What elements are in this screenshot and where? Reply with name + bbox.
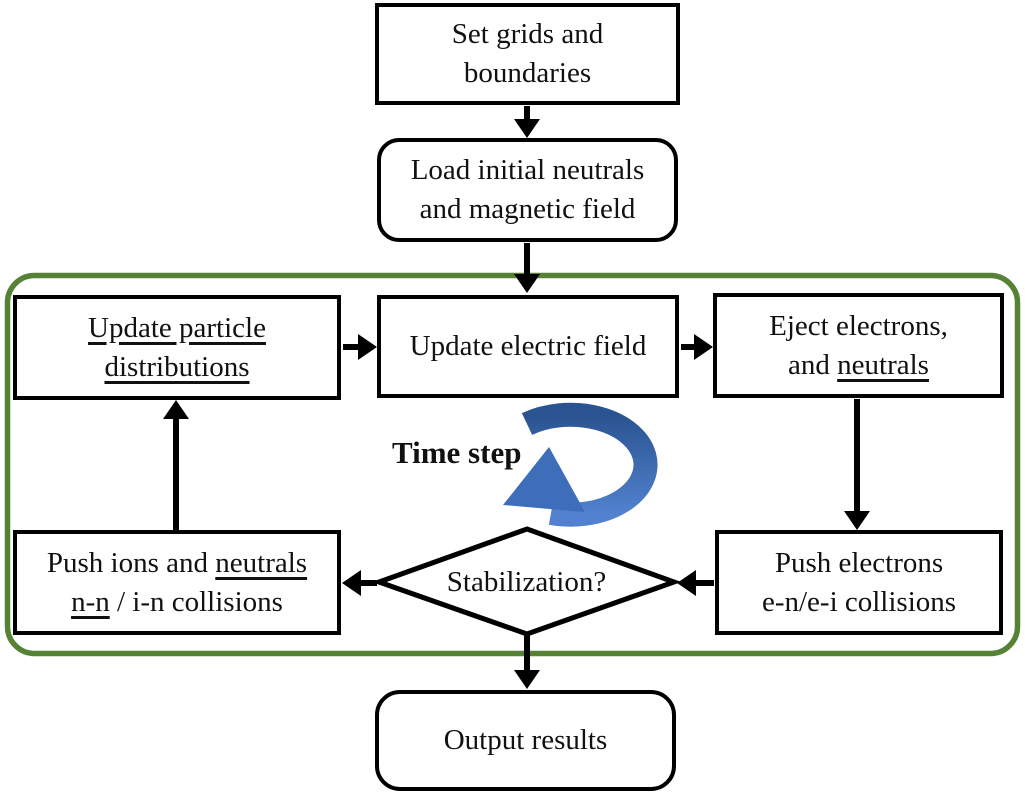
node-push-electrons-line2: e-n/e-i collisions bbox=[761, 585, 957, 618]
node-update-efield-label: Update electric field bbox=[409, 330, 647, 362]
node-eject-electrons: Eject electrons, and neutrals bbox=[713, 293, 1004, 398]
node-set-grids-line2: boundaries bbox=[463, 57, 592, 89]
arrow-setgrids-to-load-icon bbox=[514, 106, 540, 138]
node-push-ions-line2-underlined: n-n bbox=[71, 585, 110, 618]
node-push-ions-line2: n-n / i-n collisions bbox=[71, 583, 283, 622]
node-push-ions-line2-plain: / i-n collisions bbox=[109, 585, 283, 618]
arrow-efield-to-eject-icon bbox=[681, 334, 713, 360]
node-push-ions: Push ions and neutrals n-n / i-n collisi… bbox=[13, 530, 341, 635]
node-output-results: Output results bbox=[375, 690, 676, 791]
arrow-diamond-to-pushions-icon bbox=[342, 570, 377, 596]
node-update-particle: Update particle distributions bbox=[13, 295, 341, 400]
node-set-grids-line1: Set grids and bbox=[451, 18, 604, 50]
node-load-initial: Load initial neutrals and magnetic field bbox=[377, 138, 678, 242]
node-output-results-label: Output results bbox=[443, 724, 608, 756]
arrow-particle-to-efield-icon bbox=[343, 334, 377, 360]
node-push-electrons: Push electrons e-n/e-i collisions bbox=[715, 530, 1003, 635]
arrow-diamond-to-output-icon bbox=[514, 635, 540, 689]
node-set-grids: Set grids and boundaries bbox=[375, 3, 680, 105]
node-eject-electrons-line1: Eject electrons, bbox=[769, 309, 948, 342]
time-step-label: Time step bbox=[392, 435, 522, 470]
arrow-load-to-efield-icon bbox=[514, 243, 540, 293]
node-update-particle-line2: distributions bbox=[104, 350, 250, 383]
node-push-ions-line1-underlined: neutrals bbox=[215, 546, 308, 579]
node-push-ions-line1: Push ions and neutrals bbox=[47, 544, 307, 583]
node-update-efield: Update electric field bbox=[377, 295, 679, 398]
arrow-eject-to-pushelectrons-icon bbox=[844, 399, 870, 530]
arrow-pushions-to-particle-icon bbox=[163, 400, 189, 531]
node-load-initial-line1: Load initial neutrals bbox=[410, 154, 645, 186]
arrow-pushelectrons-to-diamond-icon bbox=[677, 570, 714, 596]
node-eject-electrons-line2: and neutrals bbox=[788, 346, 929, 385]
node-update-particle-line1: Update particle bbox=[88, 311, 266, 344]
decision-diamond-label: Stabilization? bbox=[446, 565, 607, 598]
node-eject-electrons-line2-underlined: neutrals bbox=[837, 348, 929, 381]
node-eject-electrons-line2-plain: and bbox=[788, 348, 838, 381]
node-push-ions-line1-plain: Push ions and bbox=[46, 546, 216, 579]
node-load-initial-line2: and magnetic field bbox=[419, 193, 636, 225]
node-push-electrons-line1: Push electrons bbox=[774, 546, 944, 579]
